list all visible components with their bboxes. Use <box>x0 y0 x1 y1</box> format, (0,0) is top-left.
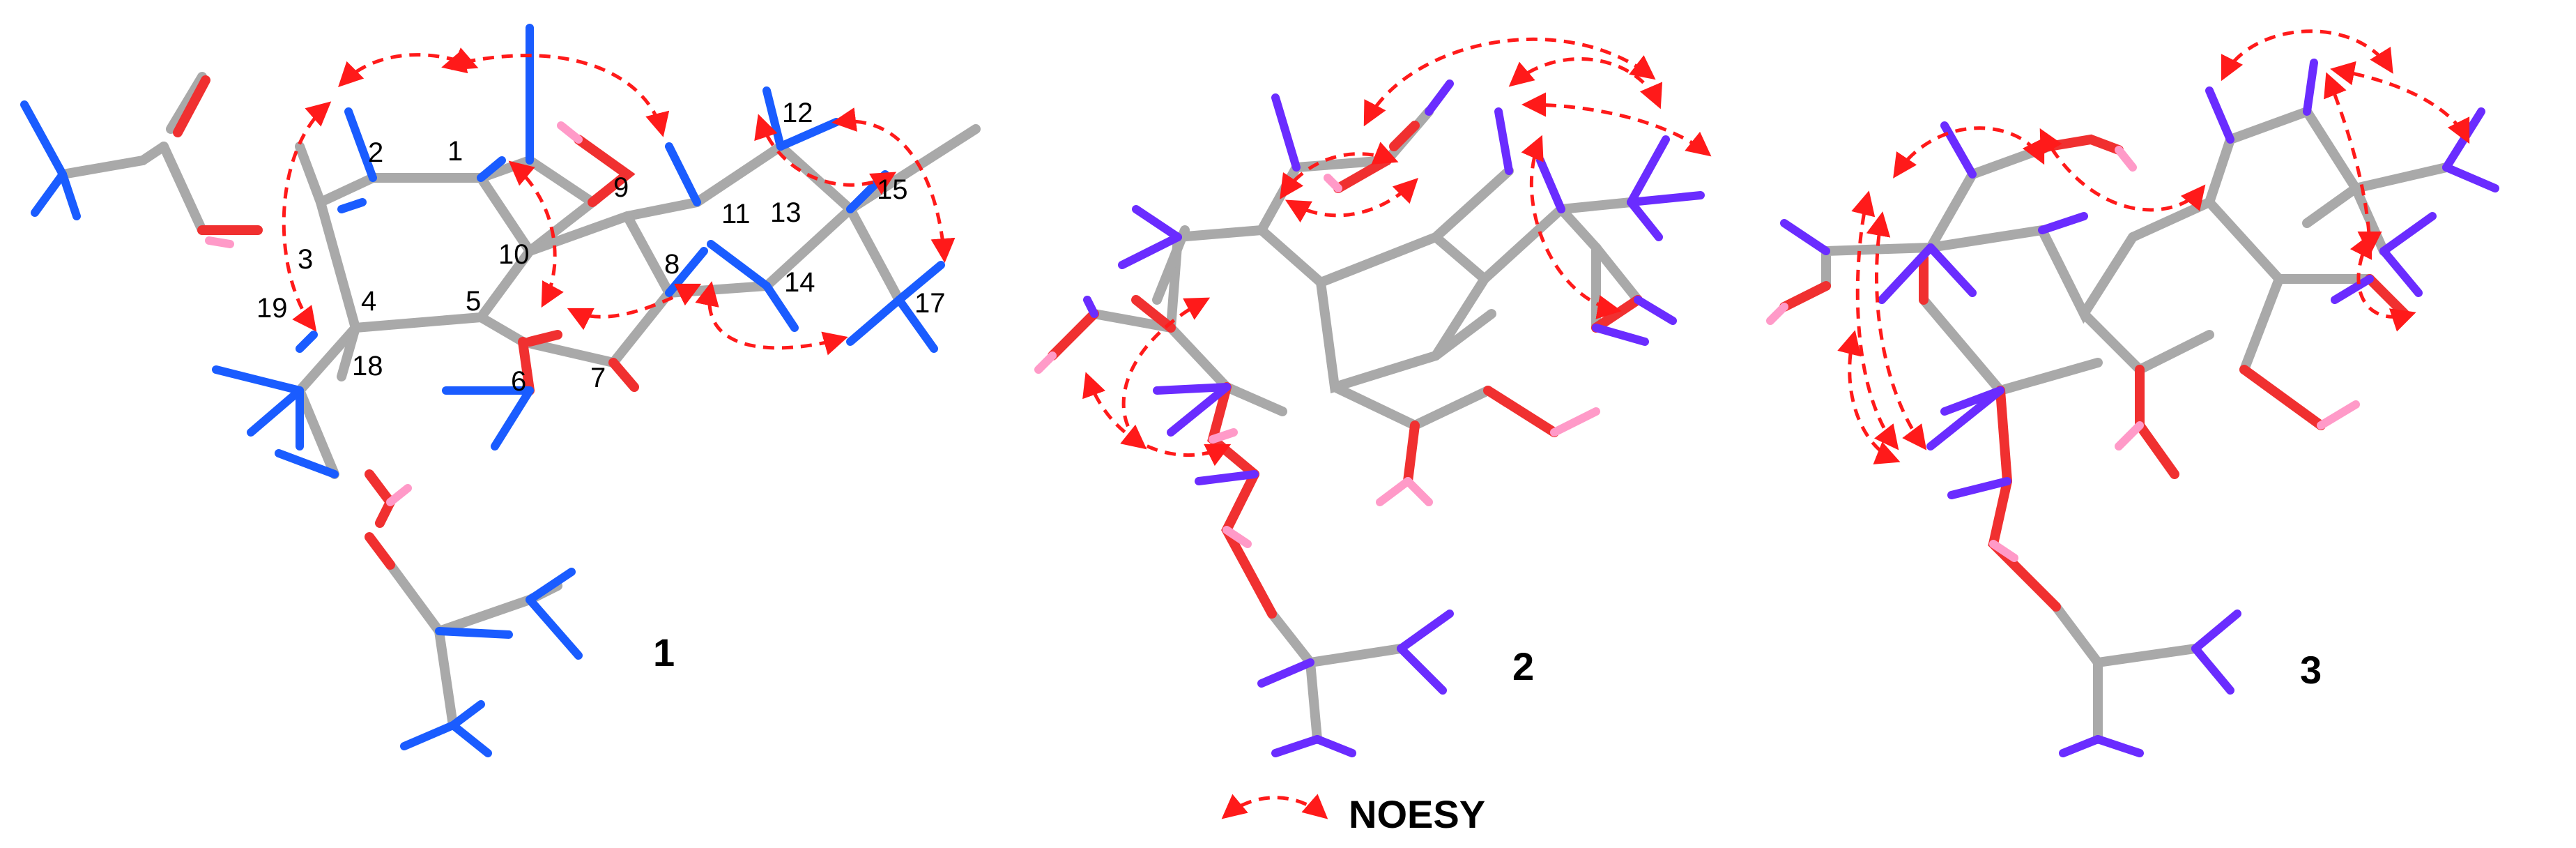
compound-1-noesy-arrows <box>282 47 956 356</box>
compound-2-model <box>1034 80 1705 757</box>
atom-number: 6 <box>511 366 526 397</box>
atom-number: 2 <box>368 137 383 168</box>
compound-label-3: 3 <box>2300 648 2322 692</box>
atom-number: 4 <box>361 286 376 317</box>
compound-3-oxygen-bonds <box>1779 134 2409 612</box>
compound-3-noesy-arrows <box>1837 29 2470 464</box>
compound-1-carbon-bonds <box>58 124 981 730</box>
legend-noesy-arrow <box>1221 794 1328 819</box>
atom-number: 8 <box>664 249 680 280</box>
compound-label-1: 1 <box>653 630 675 674</box>
atom-number: 3 <box>298 244 313 275</box>
legend-label: NOESY <box>1349 792 1485 836</box>
compound-3-model <box>1766 59 2499 757</box>
atom-number: 17 <box>914 288 946 319</box>
atom-number: 5 <box>466 286 481 317</box>
compound-1-model <box>20 24 981 757</box>
atom-number: 13 <box>770 197 802 228</box>
atom-number: 9 <box>613 172 629 203</box>
atom-number: 18 <box>352 351 383 381</box>
compound-1-oxygen-bonds <box>166 72 639 570</box>
atom-number: 15 <box>877 174 908 205</box>
atom-number: 12 <box>782 98 813 128</box>
compound-2-noesy-arrows <box>1082 37 1712 467</box>
compound-2-hydroxyl-hydrogens <box>1034 174 1600 548</box>
legend: NOESY <box>1221 792 1485 836</box>
atom-number: 11 <box>721 199 751 229</box>
compound-1-atom-numbers: 1 2 3 4 5 6 7 8 9 10 11 12 13 14 15 17 1… <box>256 98 946 397</box>
compound-1-hydrogen-bonds <box>20 24 945 757</box>
atom-number: 14 <box>784 267 815 298</box>
atom-number: 7 <box>590 363 606 393</box>
compound-3-hydroxyl-hydrogens <box>1766 146 2360 562</box>
atom-number: 19 <box>256 293 288 324</box>
atom-number: 10 <box>498 239 530 270</box>
atom-number: 1 <box>447 136 463 167</box>
compound-label-2: 2 <box>1512 644 1534 688</box>
compound-2-oxygen-bonds <box>1048 121 1643 619</box>
